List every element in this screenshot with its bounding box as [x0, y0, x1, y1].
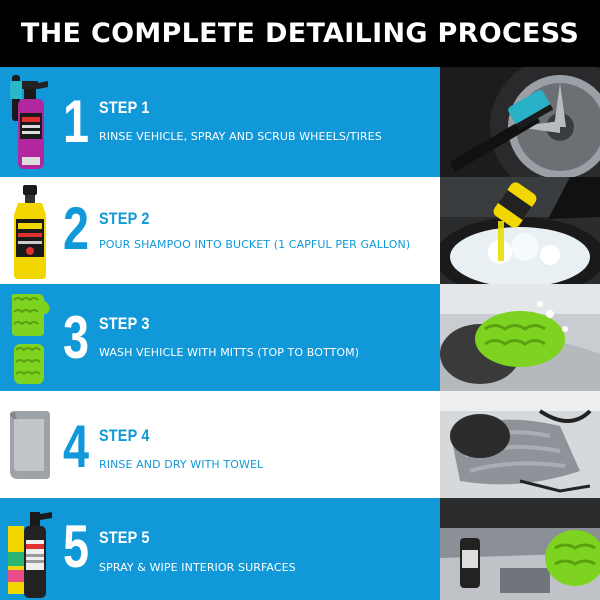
step-5-description: SPRAY & WIPE INTERIOR SURFACES: [99, 561, 296, 574]
towel-dry-photo: [440, 391, 600, 498]
step-1-title: STEP 1: [99, 98, 150, 117]
drying-towel-icon: [8, 409, 50, 483]
step-2-number: 2: [62, 195, 90, 262]
header-banner: THE COMPLETE DETAILING PROCESS: [0, 0, 600, 67]
step-1-number: 1: [62, 88, 90, 155]
step-1-row: 1 STEP 1 RINSE VEHICLE, SPRAY AND SCRUB …: [0, 67, 440, 177]
step-3-number: 3: [62, 304, 90, 371]
step-4-title: STEP 4: [99, 426, 150, 445]
step-1-description: RINSE VEHICLE, SPRAY AND SCRUB WHEELS/TI…: [99, 130, 382, 143]
page-title: THE COMPLETE DETAILING PROCESS: [20, 18, 580, 49]
step-2-row: 2 STEP 2 POUR SHAMPOO INTO BUCKET (1 CAP…: [0, 177, 440, 284]
step-3-description: WASH VEHICLE WITH MITTS (TOP TO BOTTOM): [99, 346, 360, 359]
interior-wipe-photo: [440, 498, 600, 600]
shampoo-bucket-photo: [440, 177, 600, 284]
step-4-row: 4 STEP 4 RINSE AND DRY WITH TOWEL: [0, 391, 440, 498]
step-5-row: 5 STEP 5 SPRAY & WIPE INTERIOR SURFACES: [0, 498, 440, 600]
mitt-wash-photo: [440, 284, 600, 391]
shampoo-bottle-icon: [8, 185, 50, 283]
step-3-title: STEP 3: [99, 314, 150, 333]
step-3-row: 3 STEP 3 WASH VEHICLE WITH MITTS (TOP TO…: [0, 284, 440, 391]
step-5-title: STEP 5: [99, 528, 150, 547]
step-4-description: RINSE AND DRY WITH TOWEL: [99, 458, 264, 471]
step-2-title: STEP 2: [99, 209, 150, 228]
step-5-number: 5: [62, 513, 90, 580]
step-2-description: POUR SHAMPOO INTO BUCKET (1 CAPFUL PER G…: [99, 238, 411, 251]
step-4-number: 4: [62, 413, 90, 480]
wheel-scrub-photo: [440, 67, 600, 177]
spray-bottle-and-brush-icon: [8, 73, 50, 177]
interior-spray-and-cloths-icon: [8, 512, 52, 600]
wash-mitts-icon: [8, 292, 50, 390]
